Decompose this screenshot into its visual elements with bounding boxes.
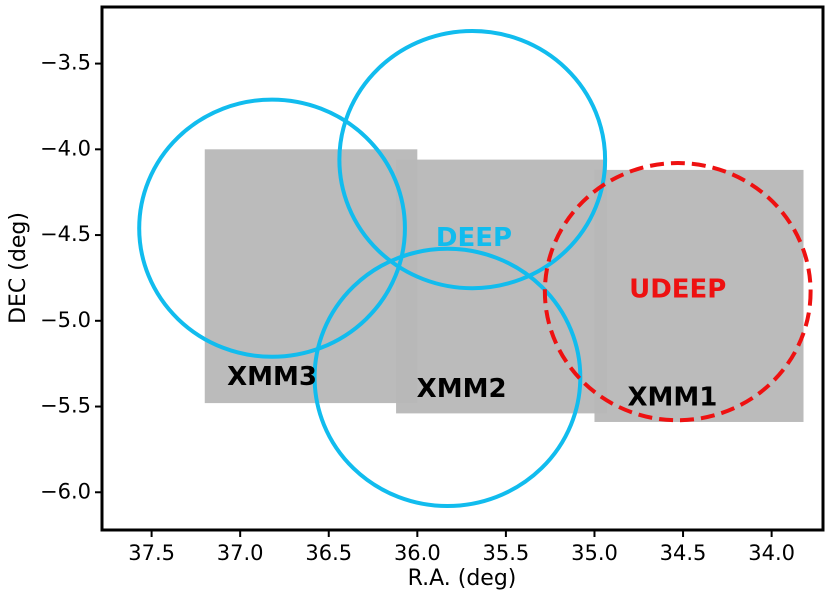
x-tick-label: 34.0 xyxy=(748,541,795,565)
y-tick-label: −6.0 xyxy=(40,479,91,503)
plot-frame xyxy=(100,5,825,532)
y-tick-label: −5.0 xyxy=(40,308,91,332)
field-label-xmm2: XMM2 xyxy=(417,374,507,404)
ticks-layer: 37.5 37.0 36.5 36.0 35.5 35.0 34.5 34.0 −3.5 −4.0… xyxy=(40,51,795,565)
y-tick-label: −3.5 xyxy=(40,51,91,75)
field-xmm3 xyxy=(204,149,418,404)
y-tick-label: −4.5 xyxy=(40,222,91,246)
x-tick-label: 35.0 xyxy=(571,541,618,565)
x-tick-label: 36.5 xyxy=(305,541,352,565)
field-xmm1 xyxy=(594,169,804,422)
field-label-xmm3: XMM3 xyxy=(227,362,317,392)
x-tick-label: 35.5 xyxy=(483,541,530,565)
x-tick-label: 34.5 xyxy=(660,541,707,565)
x-axis-label: R.A. (deg) xyxy=(408,566,517,591)
circle-1 xyxy=(137,97,407,359)
circle-2 xyxy=(337,29,608,291)
annotation-udeep: UDEEP xyxy=(629,274,726,304)
field-label-xmm1: XMM1 xyxy=(627,382,717,412)
circle-4 xyxy=(542,161,813,423)
y-tick-label: −4.0 xyxy=(40,136,91,160)
y-tick-label: −5.5 xyxy=(40,394,91,418)
labels-layer: XMM3 XMM2 XMM1 DEEP UDEEP xyxy=(227,223,726,412)
y-axis-label: DEC (deg) xyxy=(6,212,31,324)
annotation-deep: DEEP xyxy=(436,223,512,253)
x-tick-label: 37.0 xyxy=(217,541,264,565)
x-tick-label: 36.0 xyxy=(394,541,441,565)
circles-layer xyxy=(137,29,813,508)
x-tick-label: 37.5 xyxy=(128,541,175,565)
